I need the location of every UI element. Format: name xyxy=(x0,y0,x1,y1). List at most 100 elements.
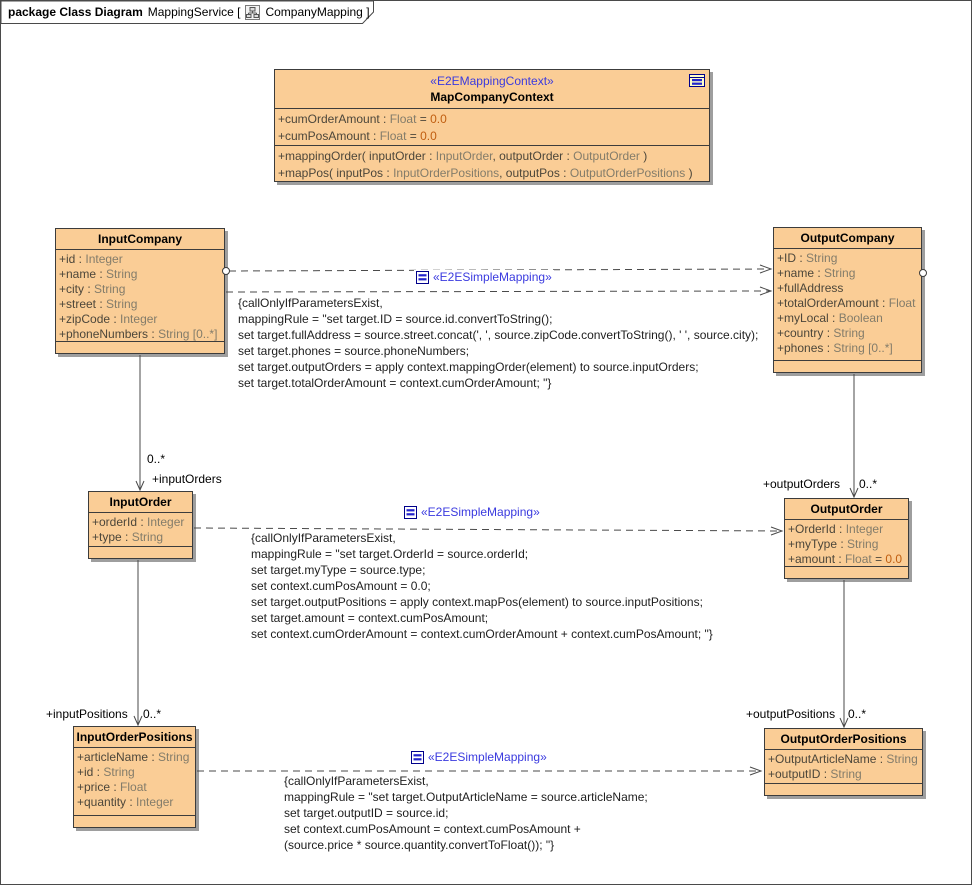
constraint-line: {callOnlyIfParametersExist, xyxy=(251,531,396,545)
association-inputorder-inputpositions[interactable] xyxy=(133,560,143,727)
class-name: InputCompany xyxy=(98,232,182,246)
member-row: +zipCode : Integer xyxy=(59,312,158,326)
mapping-context-icon xyxy=(689,74,705,87)
constraint-line: mappingRule = "set target.ID = source.id… xyxy=(238,312,553,326)
mapping-label-positions[interactable]: «E2ESimpleMapping» xyxy=(409,750,549,764)
mapping-constraint-company: {callOnlyIfParametersExist,mappingRule =… xyxy=(238,295,758,391)
open-arrowhead-icon xyxy=(849,487,859,499)
operations-compartment xyxy=(765,783,922,795)
tab-outline xyxy=(1,1,374,24)
member-row: +ID : String xyxy=(777,251,838,265)
association-inputcompany-inputorders[interactable] xyxy=(135,355,145,492)
member-row: +name : String xyxy=(777,266,856,280)
constraint-line: mappingRule = "set target.OrderId = sour… xyxy=(251,547,529,561)
constraint-line: {callOnlyIfParametersExist, xyxy=(284,774,429,788)
attributes-compartment: +OrderId : Integer+myType : String+amoun… xyxy=(785,519,908,566)
mapping-label-company[interactable]: «E2ESimpleMapping» xyxy=(414,270,554,284)
mapping-label-order[interactable]: «E2ESimpleMapping» xyxy=(402,505,542,519)
simple-mapping-icon xyxy=(404,505,417,519)
operations-compartment xyxy=(774,360,921,372)
role-label-outputorders: +outputOrders xyxy=(763,477,841,491)
member-row: +street : String xyxy=(59,297,138,311)
member-row: +phones : String [0..*] xyxy=(777,341,893,355)
open-arrowhead-icon xyxy=(749,766,763,776)
open-arrowhead-icon xyxy=(759,286,773,296)
constraint-line: set context.cumPosAmount = 0.0; xyxy=(251,579,431,593)
class-name: InputOrderPositions xyxy=(76,730,193,744)
member-row: +orderId : Integer xyxy=(92,515,185,529)
class-output-order[interactable]: OutputOrder +OrderId : Integer+myType : … xyxy=(784,498,909,579)
constraint-line: (source.price * source.quantity.convertT… xyxy=(284,838,555,852)
class-input-order-positions[interactable]: InputOrderPositions +articleName : Strin… xyxy=(73,726,196,828)
constraint-line: set target.outputOrders = apply context.… xyxy=(238,360,699,374)
class-input-order[interactable]: InputOrder +orderId : Integer+type : Str… xyxy=(88,491,193,559)
member-row: +cumPosAmount : Float = 0.0 xyxy=(278,129,437,143)
constraint-line: set target.totalOrderAmount = context.cu… xyxy=(238,376,552,390)
member-row: +OutputArticleName : String xyxy=(768,752,918,766)
member-row: +mapPos( inputPos : InputOrderPositions,… xyxy=(278,165,693,180)
constraint-line: set context.cumPosAmount = context.cumPo… xyxy=(284,822,581,836)
open-arrowhead-icon xyxy=(839,717,849,729)
multiplicity-label: 0..* xyxy=(143,707,162,721)
attributes-compartment: +articleName : String+id : String+price … xyxy=(74,747,195,815)
attributes-compartment: +ID : String+name : String+fullAddress+t… xyxy=(774,248,921,360)
mapping-stereotype: «E2ESimpleMapping» xyxy=(433,270,552,284)
association-outputorder-outputpositions[interactable] xyxy=(839,580,849,729)
member-row: +id : String xyxy=(77,765,135,779)
attributes-compartment: +orderId : Integer+type : String xyxy=(89,512,192,546)
class-output-order-positions[interactable]: OutputOrderPositions +OutputArticleName … xyxy=(764,728,923,796)
member-row: +quantity : Integer xyxy=(77,795,174,809)
open-arrowhead-icon xyxy=(759,264,773,274)
operations-compartment xyxy=(785,566,908,578)
class-name: OutputOrderPositions xyxy=(780,732,907,746)
attributes-compartment: +cumOrderAmount : Float = 0.0 +cumPosAmou… xyxy=(275,108,709,145)
constraint-line: mappingRule = "set target.OutputArticleN… xyxy=(284,790,648,804)
operations-compartment xyxy=(56,341,224,353)
class-input-company[interactable]: InputCompany +id : Integer+name : String… xyxy=(55,228,225,354)
attributes-compartment: +id : Integer+name : String+city : Strin… xyxy=(56,249,224,341)
member-row: +myLocal : Boolean xyxy=(777,311,883,325)
constraint-line: set context.cumOrderAmount = context.cum… xyxy=(251,627,713,641)
class-output-company[interactable]: OutputCompany +ID : String+name : String… xyxy=(773,227,922,373)
member-row: +city : String xyxy=(59,282,126,296)
member-row: +name : String xyxy=(59,267,138,281)
member-row: +myType : String xyxy=(788,537,879,551)
member-row: +phoneNumbers : String [0..*] xyxy=(59,327,218,341)
class-diagram-icon xyxy=(245,4,261,20)
operations-compartment xyxy=(89,546,192,558)
member-row: +fullAddress xyxy=(777,281,844,295)
role-label-inputpositions: +inputPositions xyxy=(46,707,128,721)
constraint-line: set target.fullAddress = source.street.c… xyxy=(238,328,759,342)
multiplicity-label: 0..* xyxy=(859,477,878,491)
member-row: +totalOrderAmount : Float xyxy=(777,296,916,310)
operations-compartment: +mappingOrder( inputOrder : InputOrder, … xyxy=(275,144,709,182)
open-arrowhead-icon xyxy=(133,715,143,727)
member-row: +cumOrderAmount : Float = 0.0 xyxy=(278,112,447,126)
diagram-kind-label: package Class Diagram xyxy=(8,5,143,19)
diagram-name-label: CompanyMapping ] xyxy=(265,5,370,19)
member-row: +country : String xyxy=(777,326,865,340)
class-name: InputOrder xyxy=(109,495,172,509)
role-label-outputpositions: +outputPositions xyxy=(746,707,836,721)
mapping-dependency-company-fulladdress[interactable] xyxy=(225,286,773,296)
member-row: +price : Float xyxy=(77,780,147,794)
diagram-tab[interactable]: package Class Diagram MappingService [ C… xyxy=(1,1,377,24)
constraint-line: set target.outputID = source.id; xyxy=(284,806,449,820)
class-name: MapCompanyContext xyxy=(430,90,554,104)
constraint-line: set target.phones = source.phoneNumbers; xyxy=(238,344,470,358)
class-name: OutputCompany xyxy=(800,231,895,245)
association-outputcompany-outputorders[interactable] xyxy=(849,374,859,499)
diagram-context-label: MappingService [ xyxy=(147,5,241,19)
constraint-line: set target.amount = context.cumPosAmount… xyxy=(251,611,489,625)
member-row: +outputID : String xyxy=(768,767,862,781)
simple-mapping-icon xyxy=(411,750,424,764)
stereotype-label: «E2EMappingContext» xyxy=(430,74,554,88)
mapping-constraint-positions: {callOnlyIfParametersExist, mappingRule =… xyxy=(284,773,648,853)
member-row: +id : Integer xyxy=(59,252,123,266)
class-map-company-context[interactable]: «E2EMappingContext» MapCompanyContext +c… xyxy=(274,69,710,182)
operations-compartment xyxy=(74,815,195,827)
mapping-stereotype: «E2ESimpleMapping» xyxy=(421,505,540,519)
member-row: +amount : Float = 0.0 xyxy=(788,552,903,566)
mapping-constraint-order: {callOnlyIfParametersExist, mappingRule =… xyxy=(251,530,713,642)
